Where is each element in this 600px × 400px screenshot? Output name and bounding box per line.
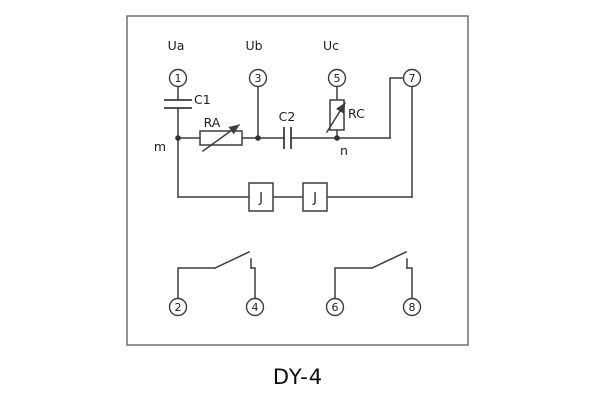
contact-left-blade: [214, 251, 250, 269]
c1-label: C1: [194, 92, 211, 107]
terminal-6-number: 6: [332, 301, 339, 314]
label-ua: Ua: [168, 38, 185, 53]
rc-wiper-arrow: [325, 101, 347, 134]
node-n-dot: [334, 135, 340, 141]
terminal-3-circle: [248, 68, 268, 88]
node-n-label: n: [340, 143, 348, 158]
j1-body: [248, 182, 274, 212]
j2-body: [302, 182, 328, 212]
j2-label: J: [312, 191, 317, 206]
diagram-caption: DY-4: [273, 365, 323, 389]
terminal-4: 4: [245, 297, 265, 317]
ra-wiper-arrow: [201, 123, 241, 153]
component-relay-j2: J: [302, 182, 328, 212]
terminal-3-number: 3: [255, 72, 262, 85]
terminal-4-number: 4: [252, 301, 259, 314]
diagram-border: [126, 15, 469, 346]
terminal-1: 1: [168, 68, 188, 88]
j1-label: J: [258, 191, 263, 206]
node-m-label: m: [154, 139, 166, 154]
terminal-2-number: 2: [175, 301, 182, 314]
phase-labels: Ua Ub Uc: [168, 38, 340, 53]
terminal-6: 6: [325, 297, 345, 317]
terminal-1-number: 1: [175, 72, 182, 85]
terminal-3: 3: [248, 68, 268, 88]
terminal-5-circle: [327, 68, 347, 88]
component-c2: C2: [279, 109, 296, 149]
contact-right-blade: [371, 251, 407, 269]
terminal-2-circle: [168, 297, 188, 317]
terminal-7-circle: [402, 68, 422, 88]
component-ra: RA: [199, 115, 243, 153]
component-relay-j1: J: [248, 182, 274, 212]
node-m-dot: [175, 135, 181, 141]
terminal-4-circle: [245, 297, 265, 317]
node-t3-dot: [255, 135, 261, 141]
contact-right-lead: [334, 267, 373, 299]
junctions: m n: [154, 135, 348, 158]
label-uc: Uc: [323, 38, 339, 53]
terminal-1-circle: [168, 68, 188, 88]
terminal-8-number: 8: [409, 301, 416, 314]
c2-label: C2: [279, 109, 296, 124]
terminal-6-circle: [325, 297, 345, 317]
wire-bus-to-t7: [389, 77, 404, 139]
terminal-8: 8: [402, 297, 422, 317]
component-c1: C1: [164, 92, 211, 109]
terminal-7-number: 7: [409, 72, 416, 85]
contact-left: [177, 251, 256, 299]
contact-right-fixed-lead: [406, 267, 413, 299]
rc-label: RC: [348, 106, 365, 121]
contact-left-fixed-lead: [250, 267, 256, 299]
contact-right: [334, 251, 413, 299]
component-rc: RC: [325, 99, 365, 134]
terminal-5-number: 5: [334, 72, 341, 85]
contact-left-lead: [177, 267, 216, 299]
label-ub: Ub: [245, 38, 262, 53]
terminal-2: 2: [168, 297, 188, 317]
terminal-8-circle: [402, 297, 422, 317]
terminal-5: 5: [327, 68, 347, 88]
wires: [177, 77, 413, 198]
ra-label: RA: [204, 115, 221, 130]
terminal-7: 7: [402, 68, 422, 88]
